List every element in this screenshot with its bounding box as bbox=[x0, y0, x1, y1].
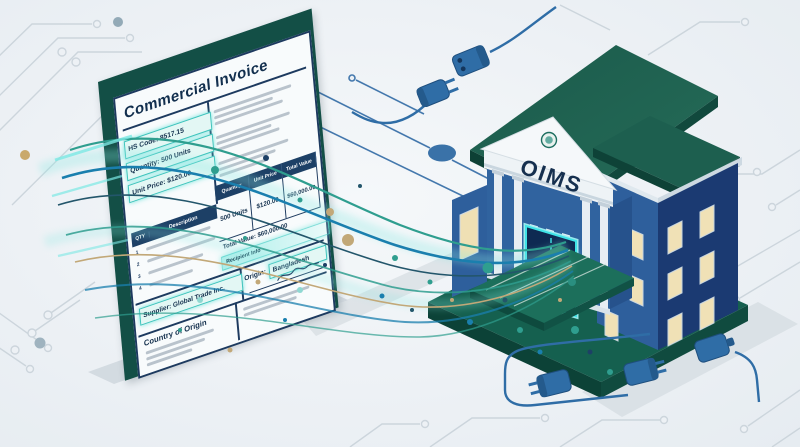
steps bbox=[470, 245, 634, 331]
building-shadow bbox=[582, 302, 798, 417]
columns bbox=[494, 171, 608, 310]
row-number: 2 bbox=[136, 261, 140, 269]
origin-label: Origin: bbox=[244, 268, 267, 283]
node-dot bbox=[34, 337, 46, 349]
diagonal-shadow-band bbox=[302, 212, 554, 336]
qty-column-label: QTY bbox=[131, 231, 150, 244]
circuit-node-ellipse bbox=[428, 144, 456, 162]
description-column-label: Description bbox=[168, 214, 198, 231]
glowing-door bbox=[520, 222, 584, 320]
row-number: 4 bbox=[138, 285, 142, 293]
seal-icon bbox=[540, 131, 558, 149]
plug-icon bbox=[694, 333, 735, 363]
wing-windows bbox=[604, 204, 715, 347]
oims-building: OIMS bbox=[428, 45, 748, 398]
building-sign-text: OIMS bbox=[517, 154, 586, 199]
seal-icon-center bbox=[545, 136, 553, 144]
divider bbox=[234, 302, 240, 341]
plug-icon bbox=[528, 369, 572, 398]
row-number: 3 bbox=[137, 273, 141, 281]
node-dot bbox=[113, 17, 123, 27]
node-dot bbox=[20, 150, 30, 160]
column-caps bbox=[492, 169, 610, 209]
socket-icon bbox=[451, 45, 490, 77]
plug-icon bbox=[416, 77, 459, 108]
blue-circuit-traces bbox=[309, 74, 523, 214]
bottom-plug-chain bbox=[503, 332, 761, 407]
top-plug-pair bbox=[351, 6, 557, 125]
row-number: 1 bbox=[135, 249, 139, 257]
plug-icon bbox=[623, 357, 667, 386]
lintel-dashes bbox=[530, 224, 570, 239]
